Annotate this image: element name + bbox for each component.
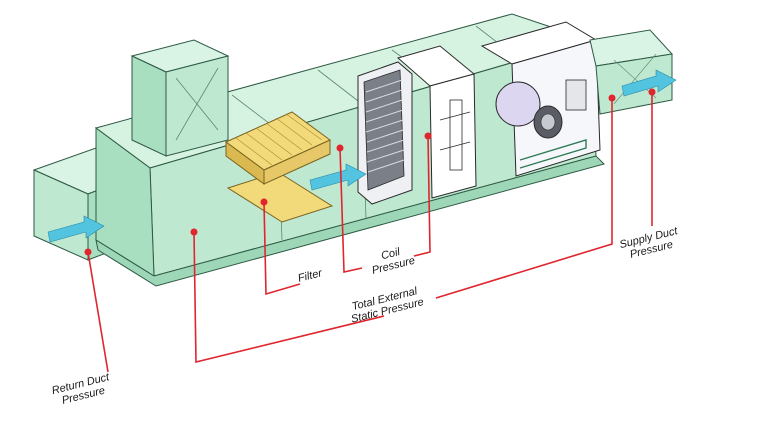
filter-panels [225, 111, 334, 223]
return-airflow-arrow [47, 215, 105, 243]
return-callout [87, 251, 109, 373]
blower-fan [480, 21, 601, 177]
callout-lines [87, 92, 653, 373]
cooling-coil [357, 61, 413, 205]
filter-callout [263, 201, 301, 296]
tesp-right-callout [435, 98, 613, 299]
top-inlet-box [130, 39, 230, 157]
airflow-arrows [47, 69, 677, 243]
coil-callout [413, 135, 431, 257]
filter-coil-callout [339, 147, 363, 273]
mid-airflow-arrow [309, 163, 367, 191]
callout-dots [84, 88, 656, 256]
tesp-left-callout [193, 231, 385, 364]
supply-airflow-arrow [621, 69, 677, 97]
heater-section [396, 45, 477, 199]
